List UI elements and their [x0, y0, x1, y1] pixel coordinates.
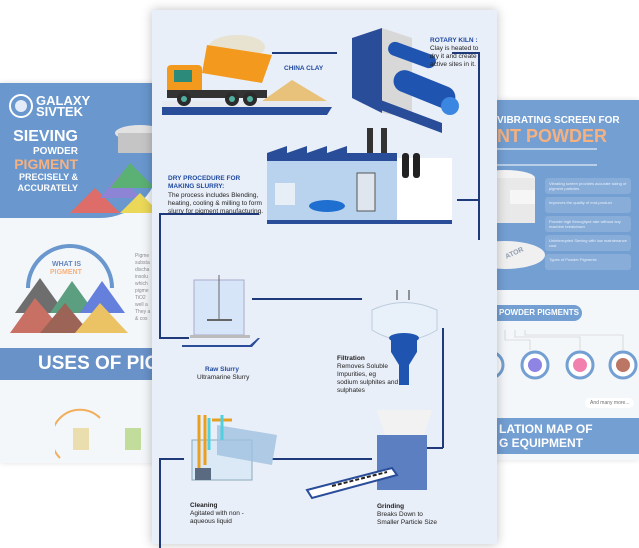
filtration-description: Removes Soluble Impurities, eg sodium su… — [337, 363, 398, 395]
text-line: Smaller Particle Size — [377, 519, 437, 526]
connector-line — [159, 458, 161, 548]
connector-line — [272, 458, 372, 460]
text-line: heating, cooling & milling to form — [168, 200, 262, 207]
brand-name-line2: SIVTEK — [36, 104, 83, 119]
hero-precisely: PRECISELY & — [18, 172, 78, 182]
filtration-tank-illustration — [371, 290, 438, 385]
text-fragment: pigme — [135, 288, 149, 294]
connector-line — [252, 298, 362, 300]
feature-bullet: Types of Powder Pigments — [545, 254, 631, 270]
text-fragment: well a — [135, 302, 148, 308]
cleaning-description: Agitated with non - aqueous liquid — [190, 510, 244, 526]
bottom-heading-band: LATION MAP OF G EQUIPMENT — [485, 418, 639, 454]
rotary-kiln-illustration — [352, 28, 459, 133]
grinding-machine-illustration — [305, 410, 432, 500]
feature-bullet: Uninterrupted Sieving with low maintenan… — [545, 235, 631, 251]
text-line: sodium sulphites and — [337, 379, 399, 386]
what-is-label: WHAT IS — [52, 261, 82, 268]
right-heading-line2: NT POWDER — [497, 126, 607, 146]
pigment-types-circles — [485, 330, 638, 380]
cleaning-machine-illustration — [191, 415, 277, 481]
center-process-infographic: CHINA CLAY ROTARY KILN : Clay is heated … — [152, 10, 497, 548]
galaxy-sivtek-logo-icon — [9, 94, 33, 118]
right-infographic-page: VIBRATING SCREEN FOR NT POWDER ATOR Vibr… — [485, 100, 639, 460]
brand-name-line1: GALAXY — [36, 93, 91, 108]
powder-pigments-pill: POWDER PIGMENTS — [485, 305, 582, 321]
connector-line — [457, 199, 479, 201]
text-line: The process includes Blending, — [168, 192, 259, 199]
left-infographic-page: GALAXY SIVTEK SIEVING POWDER PIGMENT PRE… — [0, 83, 160, 463]
text-fragment: which — [135, 281, 148, 287]
text-fragment: discha — [135, 267, 150, 273]
text-line: Removes Soluble — [337, 363, 388, 370]
bottom-heading-line1: LATION MAP OF — [499, 422, 593, 436]
hero-sieving: SIEVING — [13, 128, 78, 145]
dump-truck-illustration — [162, 35, 332, 115]
what-is-pigment-text: Pigme substa discha insolu which pigme T… — [135, 253, 150, 323]
connector-line — [442, 328, 444, 448]
filtration-title: Filtration — [337, 355, 365, 362]
feature-bullet: Improves the quality of end-product — [545, 197, 631, 213]
text-fragment: insolu — [135, 274, 149, 280]
dry-procedure-title: DRY PROCEDURE FOR MAKING SLURRY: — [168, 175, 240, 191]
rotary-kiln-title: ROTARY KILN : — [430, 37, 478, 44]
uses-icons-illustration — [55, 408, 141, 459]
feature-bullet: Provide high throughput rate without any… — [545, 216, 631, 232]
text-line: DRY PROCEDURE FOR — [168, 175, 241, 182]
rotary-kiln-description: Clay is heated to dry it and create acti… — [430, 45, 478, 69]
connector-line — [159, 458, 184, 460]
raw-slurry-title: Raw Slurry — [205, 366, 239, 373]
right-intro-text-lines — [497, 148, 597, 166]
hero-powder: POWDER — [33, 146, 78, 157]
connector-line — [478, 52, 480, 240]
text-line: aqueous liquid — [190, 518, 232, 525]
uses-of-pigment-heading: USES OF PIGM — [0, 348, 160, 380]
pigment-piles-sieve-illustration — [70, 125, 160, 213]
text-line: dry it and create — [430, 53, 477, 60]
connector-line — [159, 213, 161, 338]
text-line: Clay is heated to — [430, 45, 479, 52]
connector-line — [159, 337, 189, 339]
grinding-description: Breaks Down to Smaller Particle Size — [377, 511, 437, 527]
and-many-more-button[interactable]: And many more... — [585, 398, 635, 408]
text-line: active sites in it. — [430, 61, 476, 68]
connector-line — [426, 447, 443, 449]
raw-slurry-description: Ultramarine Slurry — [197, 374, 250, 381]
china-clay-label: CHINA CLAY — [284, 65, 324, 72]
text-fragment: & cos — [135, 316, 148, 322]
pigment-label: PIGMENT — [50, 269, 82, 276]
text-line: Impurities, eg — [337, 371, 377, 378]
raw-slurry-tank-illustration — [182, 275, 260, 347]
dry-procedure-description: The process includes Blending, heating, … — [168, 192, 263, 216]
bottom-heading-line2: G EQUIPMENT — [499, 436, 584, 450]
text-line: sulphates — [337, 387, 365, 394]
text-line: Breaks Down to — [377, 511, 423, 518]
connector-line — [159, 213, 259, 215]
text-line: slurry for pigment manufacturing. — [168, 208, 264, 215]
text-fragment: They a — [135, 309, 151, 315]
slurry-factory-illustration — [267, 128, 452, 224]
cleaning-title: Cleaning — [190, 502, 218, 509]
feature-bullet: Vibrating screen provides accurate sizin… — [545, 178, 631, 194]
hero-pigment: PIGMENT — [14, 156, 78, 172]
right-heading-line1: VIBRATING SCREEN FOR — [497, 115, 620, 126]
text-line: MAKING SLURRY: — [168, 183, 225, 190]
what-is-pigment-illustration — [10, 244, 128, 333]
grinding-title: Grinding — [377, 503, 405, 510]
hero-accurately: ACCURATELY — [17, 183, 78, 193]
text-fragment: Pigme — [135, 253, 150, 259]
text-line: Agitated with non - — [190, 510, 244, 517]
text-fragment: TiO2 — [135, 295, 146, 301]
text-fragment: substa — [135, 260, 150, 266]
connector-line — [272, 52, 337, 54]
connector-line — [452, 52, 479, 54]
